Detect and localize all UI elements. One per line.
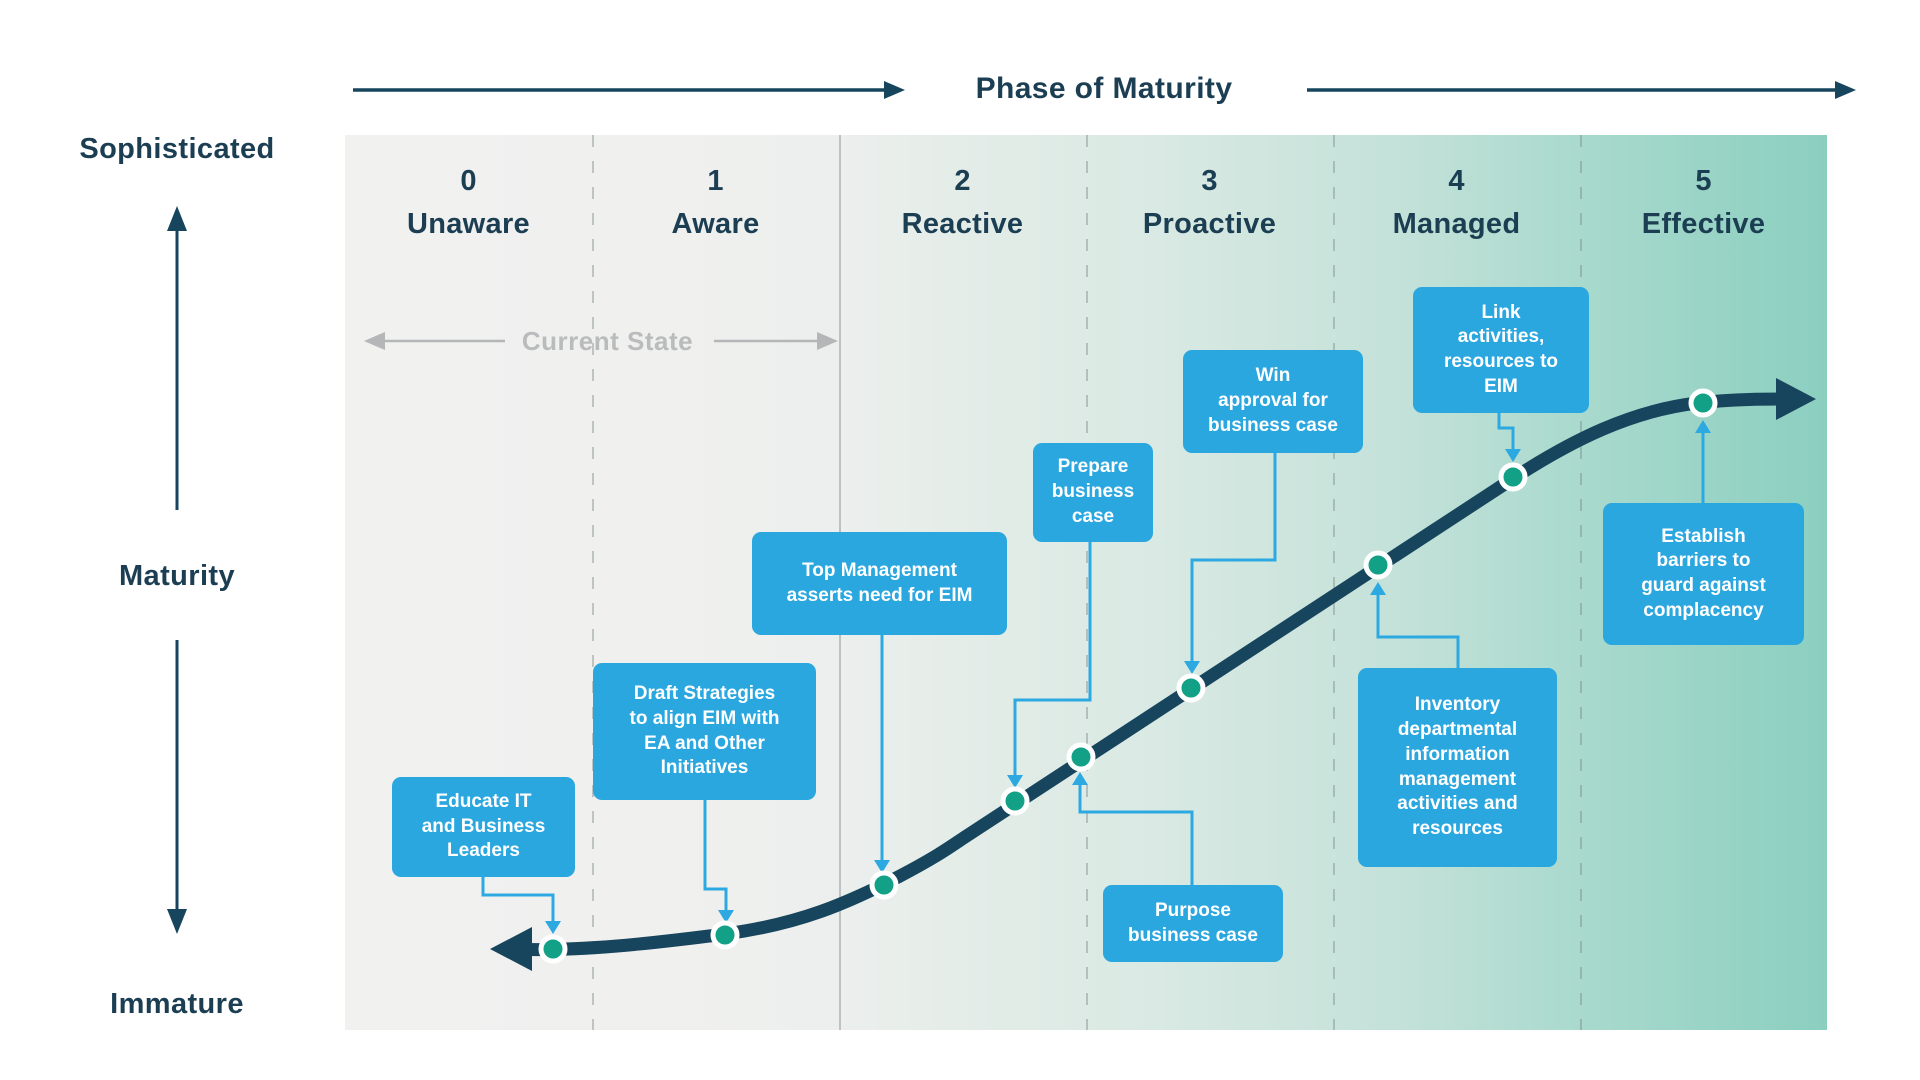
phase-number: 5 xyxy=(1695,165,1712,197)
milestone-dot xyxy=(1066,742,1096,772)
axis-label-immature: Immature xyxy=(110,988,244,1020)
phase-column-reactive: 2 Reactive xyxy=(839,135,1086,241)
callout-educate-it: Educate IT and Business Leaders xyxy=(392,777,575,877)
right-arrow-icon xyxy=(817,332,838,350)
callout-connectors xyxy=(481,413,1705,923)
phase-number: 3 xyxy=(1201,165,1218,197)
phase-column-aware: 1 Aware xyxy=(592,135,839,241)
milestone-dot xyxy=(710,920,740,950)
milestone-dot xyxy=(1498,462,1528,492)
down-arrow-icon xyxy=(167,909,187,934)
down-arrow-icon xyxy=(545,921,561,934)
phase-divider-0-1 xyxy=(592,135,594,1030)
left-arrow-icon xyxy=(364,332,385,350)
phase-axis-arrows xyxy=(353,81,1856,99)
connector-draft xyxy=(703,800,728,912)
connector-purpose xyxy=(1078,783,1194,885)
up-arrow-icon xyxy=(1370,582,1386,595)
curve-end-arrow-icon xyxy=(1776,378,1816,420)
milestone-dot xyxy=(1688,388,1718,418)
callout-inventory-activities: Inventory departmental information manag… xyxy=(1358,668,1557,867)
connector-prepare xyxy=(1013,542,1092,777)
callout-top-management: Top Management asserts need for EIM xyxy=(752,532,1007,635)
phase-number: 2 xyxy=(954,165,971,197)
phase-header-row: 0 Unaware 1 Aware 2 Reactive 3 Proactive… xyxy=(345,135,1827,241)
axis-label-sophisticated: Sophisticated xyxy=(79,133,275,165)
phase-name: Effective xyxy=(1641,208,1766,240)
phase-number: 1 xyxy=(707,165,724,197)
callout-link-activities: Link activities, resources to EIM xyxy=(1413,287,1589,413)
up-arrow-icon xyxy=(1695,420,1711,433)
milestone-dot xyxy=(869,870,899,900)
page-title: Phase of Maturity xyxy=(975,72,1233,105)
maturity-gradient-band xyxy=(345,135,1827,1030)
down-arrow-icon xyxy=(1184,661,1200,674)
connector-arrowheads xyxy=(545,420,1711,934)
curve-start-arrow-icon xyxy=(490,927,532,971)
milestone-dot xyxy=(1176,673,1206,703)
callout-purpose-business-case: Purpose business case xyxy=(1103,885,1283,962)
callout-draft-strategies: Draft Strategies to align EIM with EA an… xyxy=(593,663,816,800)
phase-divider-4-5 xyxy=(1580,135,1582,1030)
connector-link xyxy=(1497,413,1515,451)
phase-name: Proactive xyxy=(1142,208,1277,240)
phase-name: Aware xyxy=(671,208,760,240)
callout-prepare-business-case: Prepare business case xyxy=(1033,443,1153,542)
connector-inventory xyxy=(1376,593,1460,668)
down-arrow-icon xyxy=(1505,449,1521,462)
down-arrow-icon xyxy=(1007,775,1023,788)
axis-label-maturity: Maturity xyxy=(119,560,235,592)
milestone-dot xyxy=(1363,550,1393,580)
phase-column-proactive: 3 Proactive xyxy=(1086,135,1333,241)
phase-name: Unaware xyxy=(407,208,530,240)
connector-win-approval xyxy=(1190,453,1277,663)
current-state-label: Current State xyxy=(521,326,694,356)
phase-number: 4 xyxy=(1448,165,1465,197)
up-arrow-icon xyxy=(167,206,187,231)
right-arrow-icon xyxy=(884,81,905,99)
down-arrow-icon xyxy=(874,860,890,873)
right-arrow-icon xyxy=(1835,81,1856,99)
phase-divider-2-3 xyxy=(1086,135,1088,1030)
connector-educate xyxy=(481,877,555,923)
phase-column-managed: 4 Managed xyxy=(1333,135,1580,241)
phase-number: 0 xyxy=(460,165,477,197)
phase-name: Reactive xyxy=(901,208,1024,240)
phase-column-unaware: 0 Unaware xyxy=(345,135,592,241)
milestone-dot xyxy=(1000,786,1030,816)
current-state-arrows xyxy=(364,332,838,350)
callout-win-approval: Win approval for business case xyxy=(1183,350,1363,453)
down-arrow-icon xyxy=(718,910,734,923)
up-arrow-icon xyxy=(1072,772,1088,785)
milestone-dot xyxy=(538,934,568,964)
phase-name: Managed xyxy=(1392,208,1521,240)
maturity-axis-arrows xyxy=(167,206,187,934)
phase-column-effective: 5 Effective xyxy=(1580,135,1827,241)
callout-establish-barriers: Establish barriers to guard against comp… xyxy=(1603,503,1804,645)
milestone-dots xyxy=(538,388,1718,964)
phase-divider-3-4 xyxy=(1333,135,1335,1030)
